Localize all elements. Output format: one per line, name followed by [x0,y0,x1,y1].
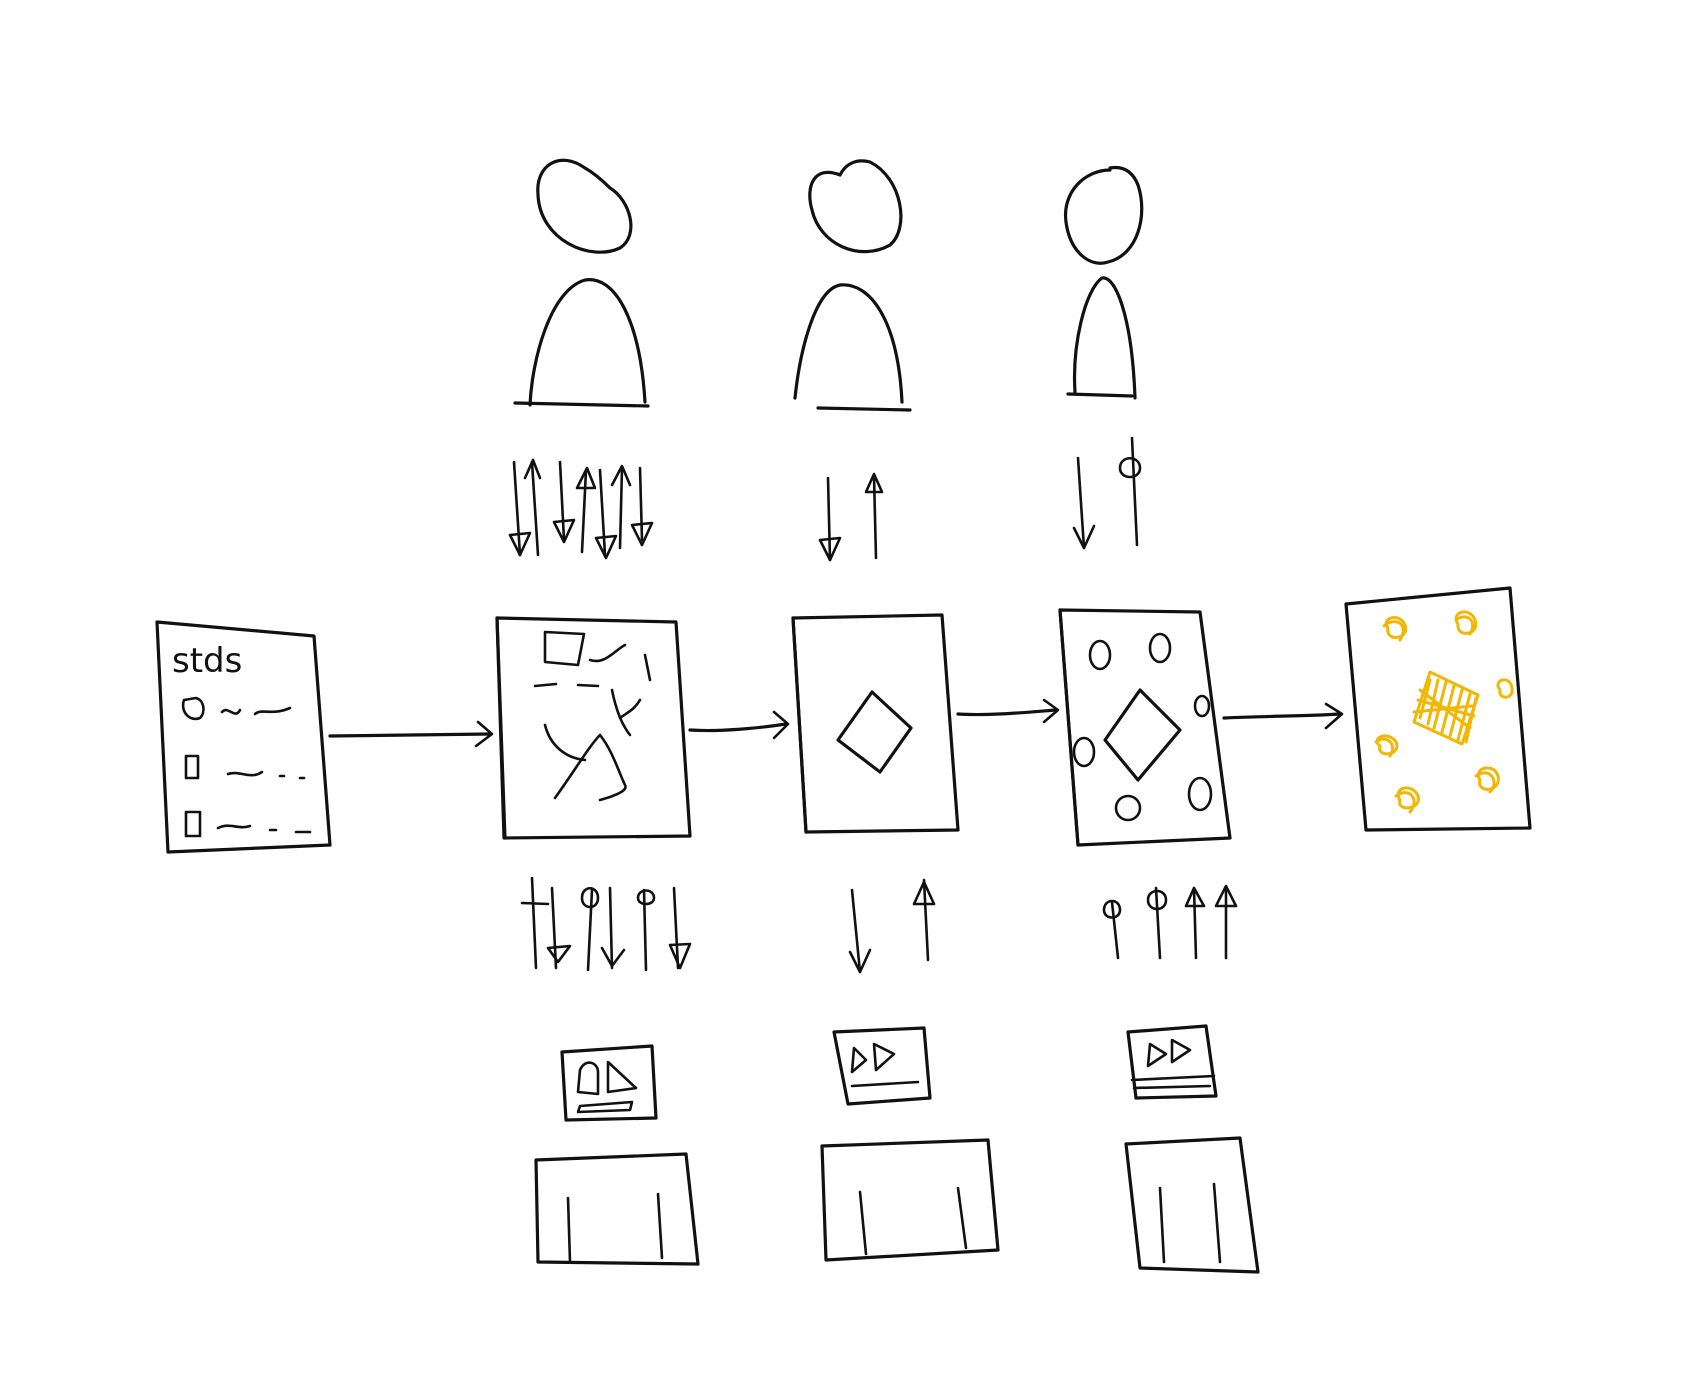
document-title: stds [172,641,242,681]
arrows-stage-1-top [508,458,654,560]
arrows-stage-3-bottom [1102,884,1238,960]
frame-3-circle [1187,776,1213,812]
arrows-stage-2-bottom [848,878,936,974]
frame-3-circle [1072,736,1096,768]
standards-document: stds [155,620,332,854]
frame-stage-2 [791,613,960,834]
machine-2-icon [820,1026,1000,1262]
frame-stage-1 [495,616,692,840]
machine-1-icon [534,1044,700,1266]
frame-final [1344,586,1532,832]
frame-3-circle [1193,694,1211,718]
flow-arrow-stage-3-to-final [1222,702,1344,730]
frame-3-circle [1148,632,1172,664]
frame-3-circle [1114,794,1142,822]
person-1-icon [513,158,650,408]
frame-stage-3 [1058,608,1232,847]
arrows-stage-3-top [1072,436,1142,550]
flow-arrow-stage-2-to-3 [956,698,1060,724]
person-2-icon [793,159,912,412]
flow-arrow-doc-to-stage-1 [328,720,494,748]
frame-3-circle [1088,639,1112,671]
arrows-stage-2-top [818,472,884,562]
arrows-stage-1-bottom [520,876,692,972]
flow-arrow-stage-1-to-2 [688,710,790,740]
person-3-icon [1063,165,1144,400]
machine-3-icon [1124,1024,1260,1274]
